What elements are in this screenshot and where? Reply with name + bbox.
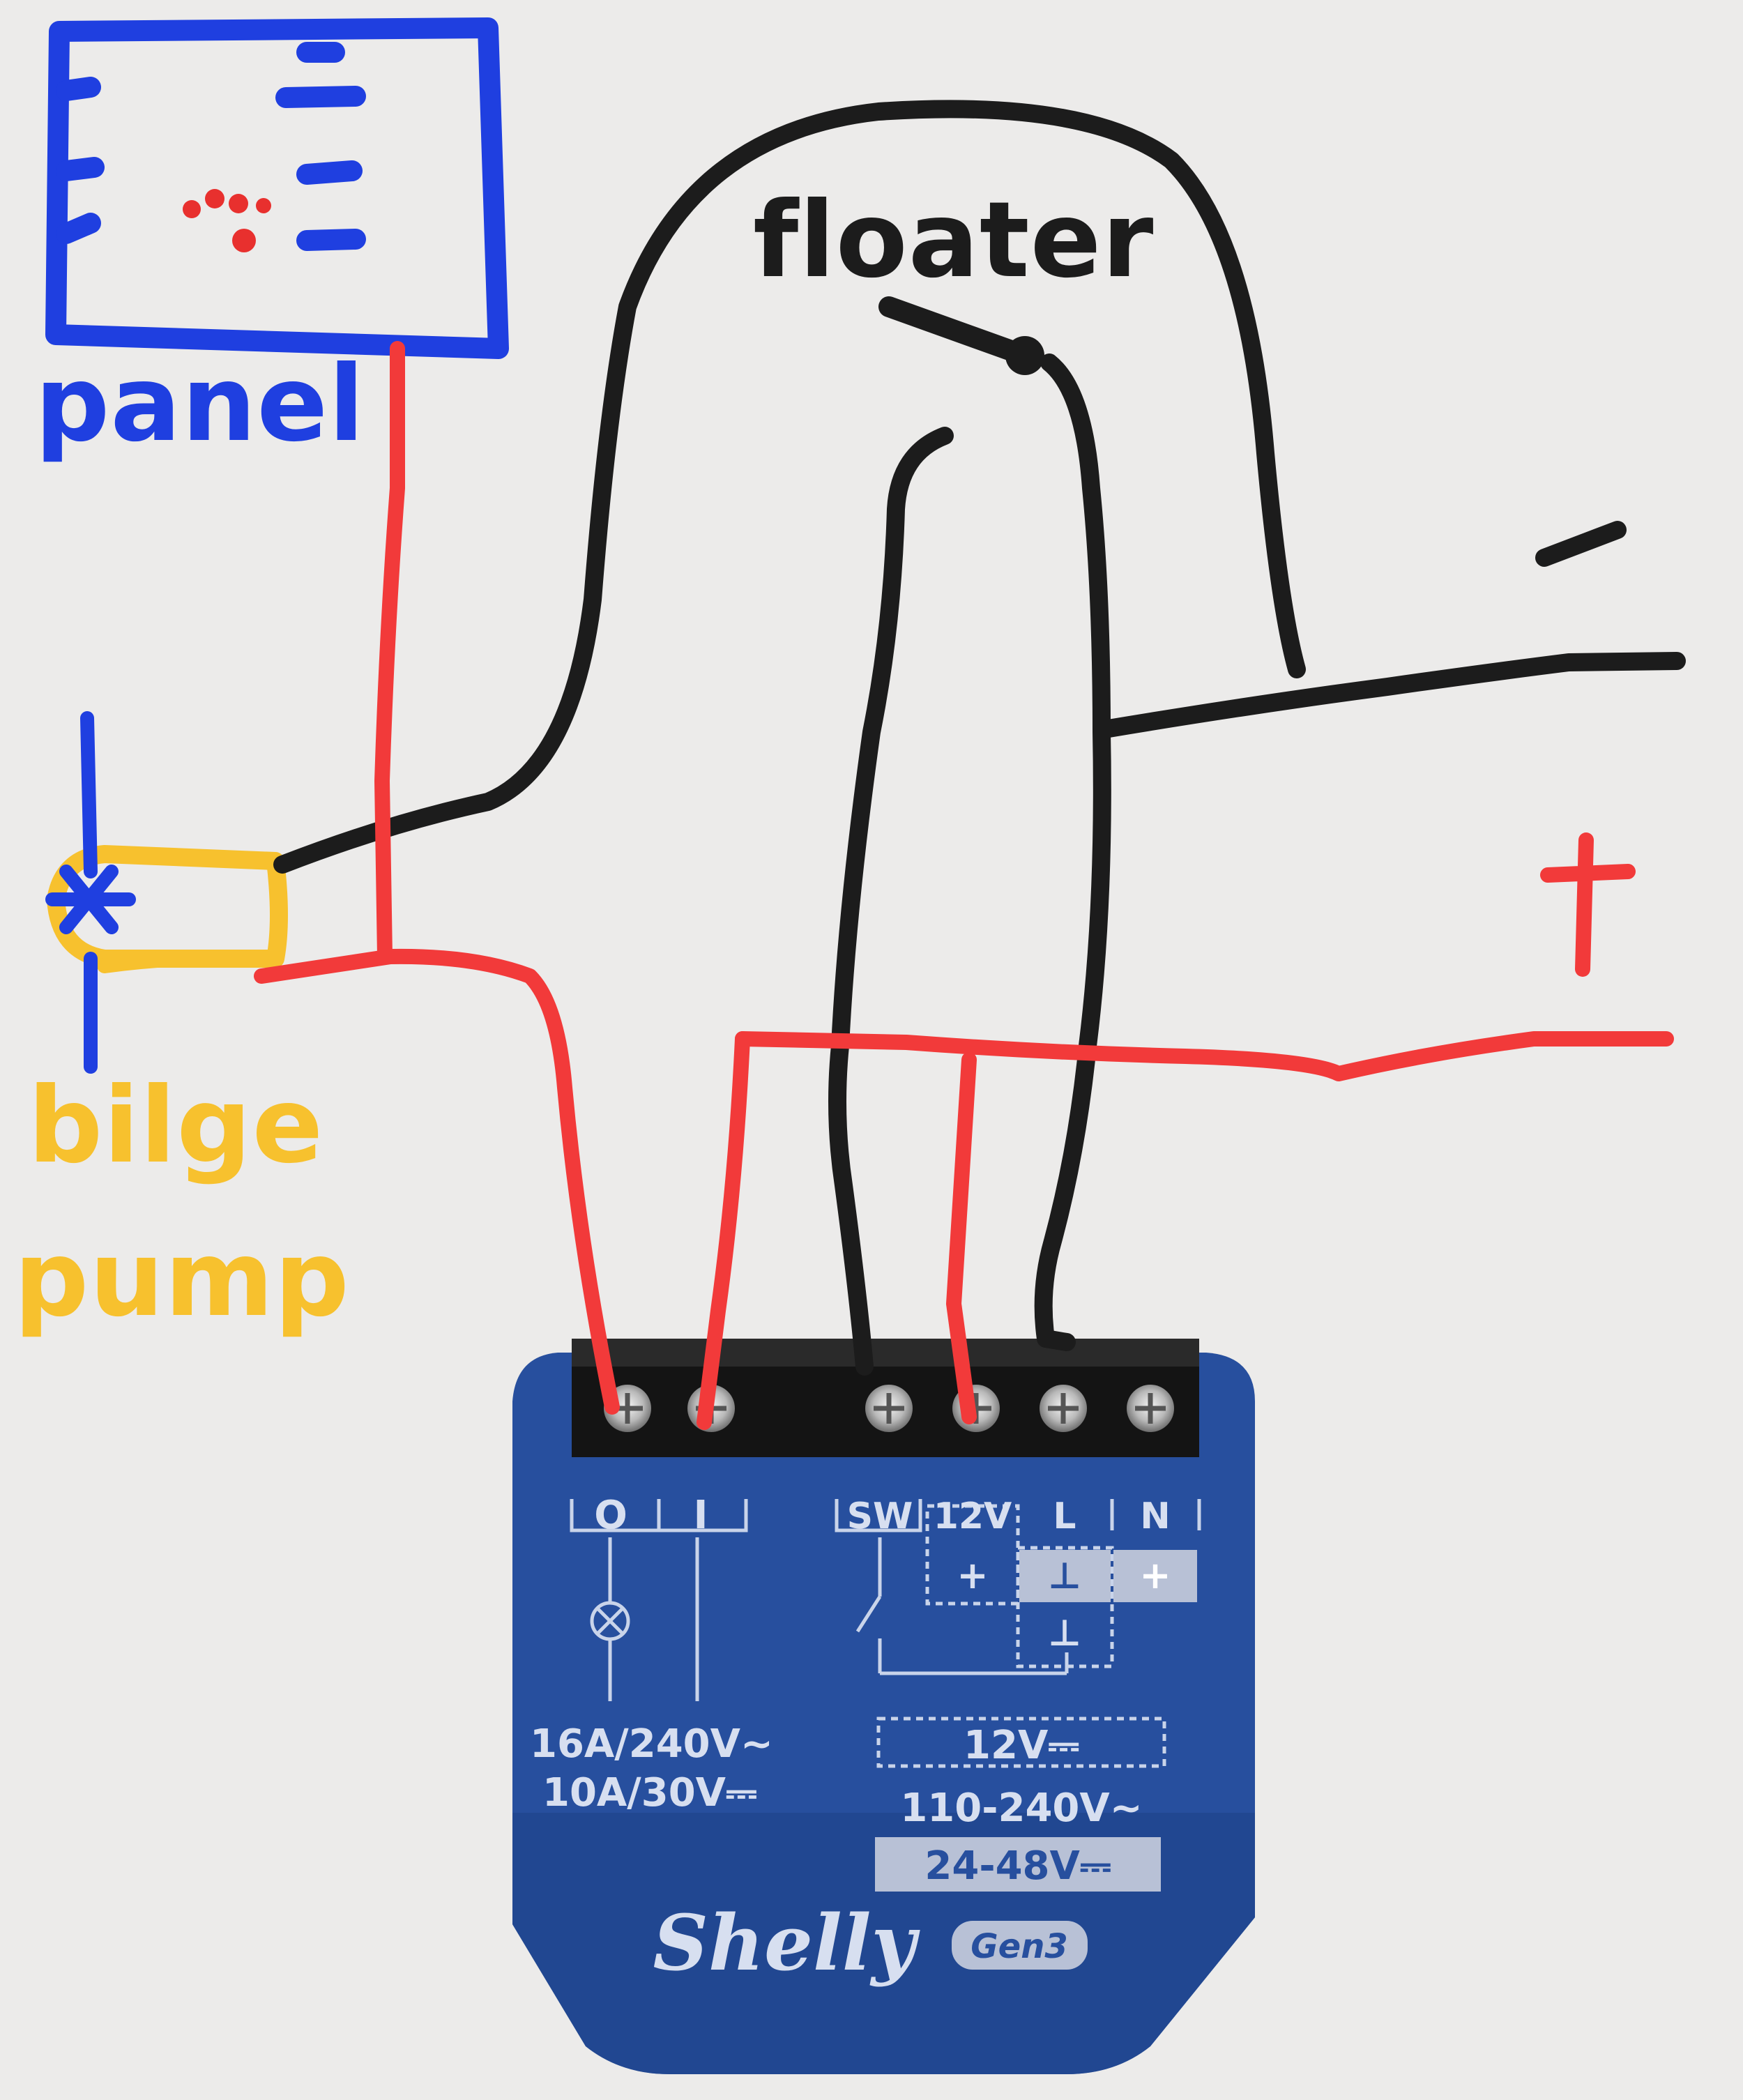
- wire-bus-to-12v: [946, 1052, 977, 1424]
- wire-pump-negative: [273, 100, 1306, 874]
- screw-sw: [865, 1385, 913, 1432]
- terminal-o-label: O: [594, 1493, 627, 1538]
- floater-junction: [1005, 336, 1044, 375]
- dc-supply-box: [875, 1837, 1161, 1892]
- rating-dc-label: 10A/30V⎓: [542, 1770, 757, 1816]
- terminal-l-label: L: [1053, 1496, 1076, 1537]
- plus-12v-label: +: [957, 1553, 988, 1597]
- pump-label: pump: [14, 1219, 350, 1340]
- panel-label: panel: [35, 344, 365, 465]
- screw-n: [1127, 1385, 1174, 1432]
- wire-bus-to-input: [697, 1031, 750, 1430]
- wire-floater-lead-b: [1034, 353, 1111, 1351]
- terminal-sw-label: SW: [847, 1496, 913, 1537]
- plus-n-label: +: [1139, 1553, 1171, 1597]
- ground-l-box: [1019, 1550, 1111, 1602]
- negative-wires: [273, 100, 1686, 1376]
- terminal-n-label: N: [1140, 1496, 1171, 1537]
- wire-floater-lead-a: [828, 427, 954, 1376]
- wire-pump-to-output: [254, 948, 620, 1415]
- brand-logo: Shelly: [653, 1898, 921, 1988]
- floater-label: floater: [753, 180, 1155, 301]
- wire-panel-to-pump: [374, 341, 405, 964]
- terminal-block-top: [572, 1339, 1199, 1367]
- panel-outline: [45, 17, 509, 359]
- plus-n-box: [1113, 1550, 1197, 1602]
- device-printing: [570, 1499, 1201, 1768]
- supply-dc-label: 24-48V⎓: [924, 1843, 1111, 1889]
- ground-dc-label: ⊥: [1048, 1613, 1081, 1654]
- wire-positive-bus: [735, 1031, 1674, 1081]
- minus-marker: [1535, 521, 1627, 567]
- plus-marker: [1540, 832, 1636, 977]
- shelly-relay: O I SW 12V L N + + 16A/240V~ 10A/30V⎓ 12…: [512, 1339, 1255, 2074]
- brand-gen-box: [952, 1921, 1088, 1970]
- generation-label: Gen3: [971, 1927, 1068, 1966]
- supply-ac-label: 110-240V~: [900, 1786, 1142, 1831]
- panel-drawing: [45, 17, 509, 359]
- pump-propeller: [45, 711, 136, 1074]
- wire-negative-bus: [1099, 652, 1686, 738]
- bilge-pump-drawing: [45, 711, 288, 1074]
- screw-l: [1040, 1385, 1087, 1432]
- bilge-label: bilge: [28, 1065, 324, 1187]
- positive-wires: [254, 341, 1674, 1430]
- rating-ac-label: 16A/240V~: [530, 1721, 773, 1767]
- panel-indicator-dots: [183, 189, 271, 252]
- supply-12v-label: 12V⎓: [964, 1723, 1079, 1768]
- terminal-12v-label: 12V: [934, 1496, 1012, 1537]
- floater-probe: [878, 296, 1035, 366]
- ground-l-label: ⊥: [1048, 1555, 1081, 1597]
- terminal-i-label: I: [694, 1493, 708, 1538]
